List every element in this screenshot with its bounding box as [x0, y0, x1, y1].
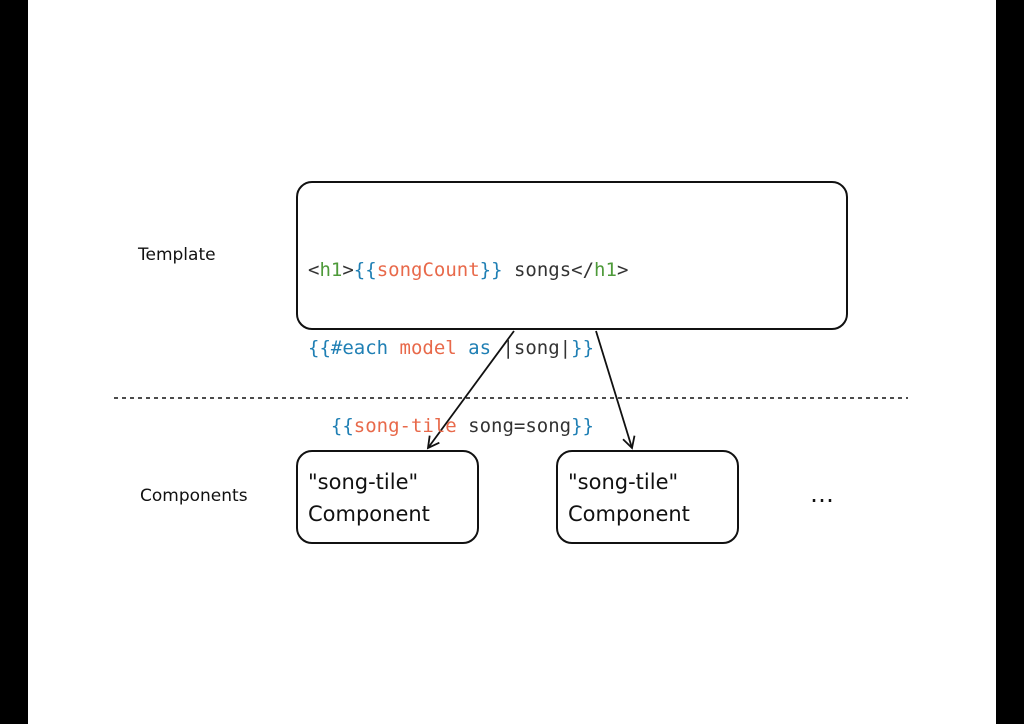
code-token: song=song [456, 415, 572, 437]
arrow-to-component-1 [426, 330, 515, 450]
code-token: }} [571, 337, 595, 359]
code-token: {{ [308, 415, 354, 437]
component-1-name: "song-tile" [308, 470, 419, 494]
code-token: model [388, 337, 469, 359]
code-token: {{ [353, 259, 377, 281]
component-1-text: "song-tile" Component [308, 466, 430, 530]
code-token: h1 [594, 259, 617, 281]
code-token: }} [571, 415, 594, 437]
code-line-1: <h1>{{songCount}} songs</h1> [308, 257, 628, 283]
code-token: |song| [491, 337, 572, 359]
component-2-text: "song-tile" Component [568, 466, 690, 530]
code-token: h1 [319, 259, 343, 281]
code-token: > [616, 259, 629, 281]
song-tile-component-box-2: "song-tile" Component [556, 450, 739, 544]
component-2-name: "song-tile" [568, 470, 679, 494]
code-token: {{#each [308, 337, 389, 359]
code-token: > [342, 259, 354, 281]
code-token: < [308, 259, 320, 281]
component-1-kind: Component [308, 502, 430, 526]
code-line-2: {{#each model as |song|}} [308, 335, 628, 361]
code-line-3: {{song-tile song=song}} [308, 413, 628, 439]
template-code-box: <h1>{{songCount}} songs</h1> {{#each mod… [296, 181, 848, 515]
code-token: }} [479, 259, 503, 281]
components-label: Components [140, 486, 248, 506]
diagram-canvas: Template Components <h1>{{songCount}} so… [28, 0, 996, 724]
more-components-ellipsis: … [810, 480, 834, 508]
song-tile-component-box-1: "song-tile" Component [296, 450, 479, 544]
code-token: as [468, 337, 492, 359]
component-2-kind: Component [568, 502, 690, 526]
connector-layer [114, 330, 908, 450]
code-token: songs</ [502, 259, 595, 281]
code-token: songCount [376, 259, 480, 281]
template-label: Template [138, 245, 216, 265]
arrow-to-component-2 [595, 330, 636, 450]
code-token: song-tile [353, 415, 457, 437]
